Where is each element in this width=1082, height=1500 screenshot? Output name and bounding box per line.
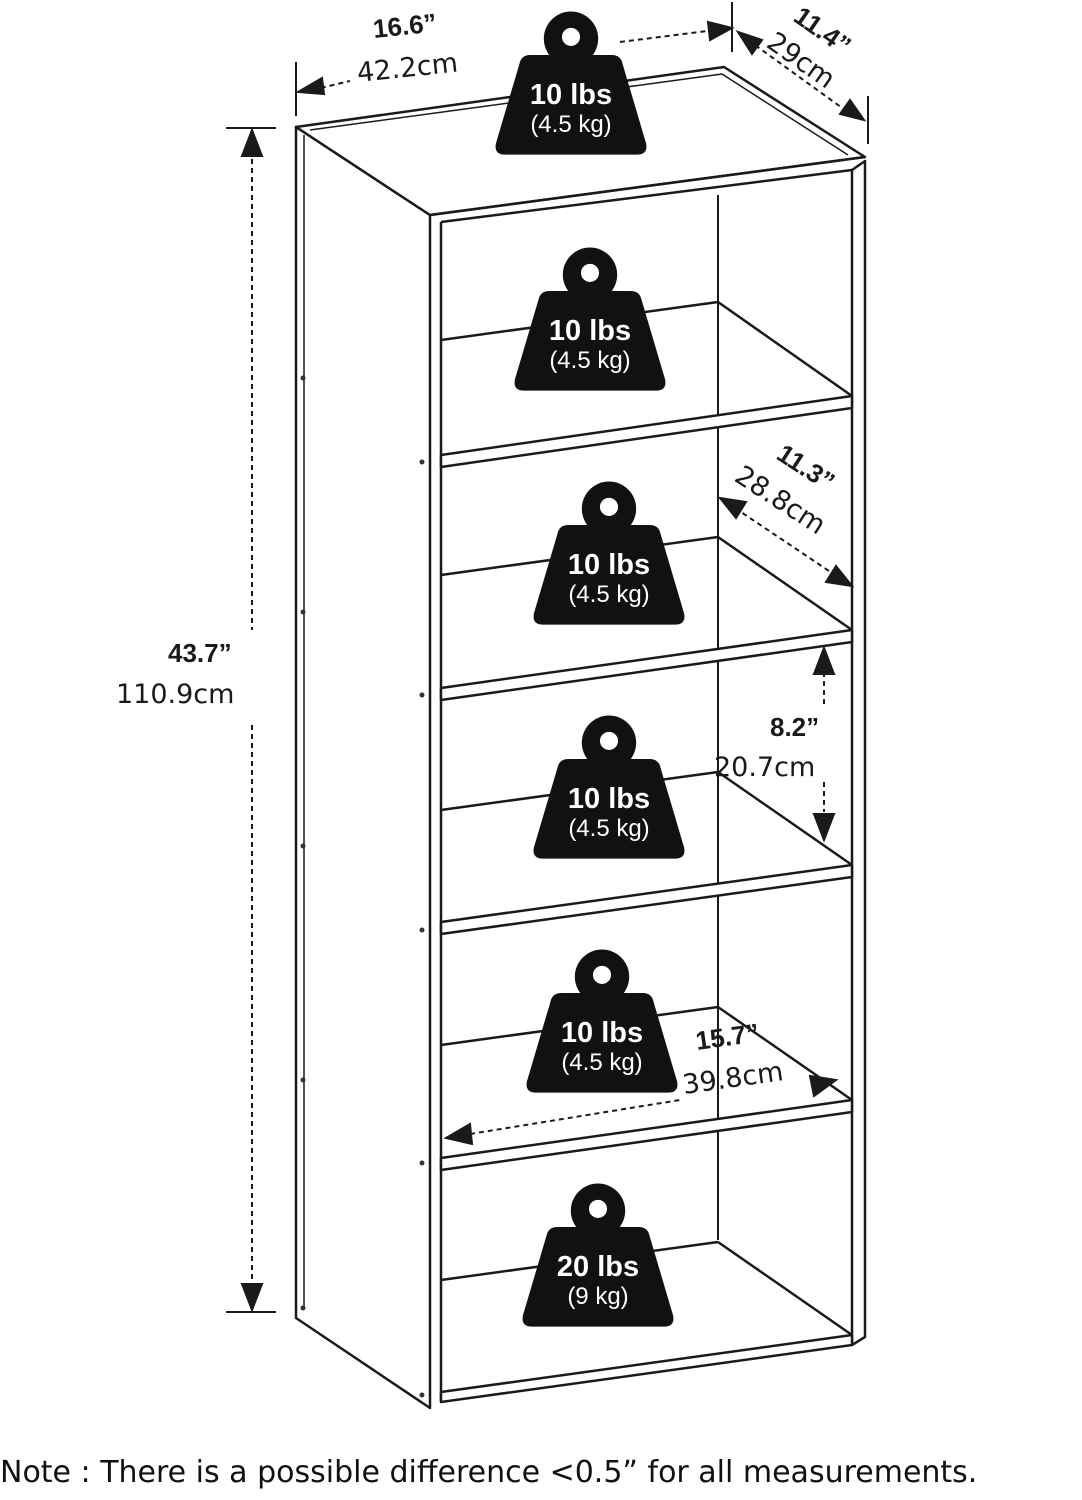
weight-kg: (4.5 kg)	[568, 815, 649, 842]
bookcase-outline	[294, 65, 867, 1410]
dimension-lines	[226, 2, 869, 1313]
width-cm-label: 42.2cm	[355, 48, 459, 89]
bookcase-diagram: 16.6” 42.2cm 11.4” 29cm 43.7” 110.9cm 11…	[116, 0, 869, 1410]
bottom-shelf	[439, 1240, 854, 1404]
shelf-height-in-label: 8.2”	[770, 712, 819, 742]
weight-badge-shelf-3: 10 lbs (4.5 kg)	[533, 715, 685, 859]
weight-badge-shelf-1: 10 lbs (4.5 kg)	[514, 247, 666, 391]
shelf-width-cm-label: 39.8cm	[681, 1056, 786, 1101]
weight-kg: (4.5 kg)	[561, 1049, 642, 1076]
weight-kg: (9 kg)	[567, 1283, 628, 1310]
shelf-4	[439, 1005, 854, 1172]
height-cm-label: 110.9cm	[116, 679, 234, 710]
shelf-width-in-label: 15.7”	[694, 1017, 761, 1056]
weight-lbs: 10 lbs	[530, 79, 612, 111]
shelf-2	[439, 535, 854, 702]
weight-lbs: 10 lbs	[561, 1017, 643, 1049]
height-in-label: 43.7”	[168, 638, 232, 668]
shelf-height-cm-label: 20.7cm	[714, 752, 815, 783]
weight-kg: (4.5 kg)	[530, 111, 611, 138]
weight-kg: (4.5 kg)	[549, 347, 630, 374]
measurement-note: Note : There is a possible difference <0…	[0, 1455, 978, 1490]
weight-badge-top: 10 lbs (4.5 kg)	[495, 11, 647, 155]
weight-lbs: 10 lbs	[549, 315, 631, 347]
left-side-panel	[294, 125, 432, 1410]
screw-dots	[300, 375, 425, 1398]
weight-kg: (4.5 kg)	[568, 581, 649, 608]
weight-lbs: 10 lbs	[568, 549, 650, 581]
weight-badge-shelf-2: 10 lbs (4.5 kg)	[533, 481, 685, 625]
weight-lbs: 20 lbs	[557, 1251, 639, 1283]
weight-lbs: 10 lbs	[568, 783, 650, 815]
weight-badge-shelf-4: 10 lbs (4.5 kg)	[526, 949, 678, 1093]
weight-badge-bottom: 20 lbs (9 kg)	[522, 1183, 674, 1327]
width-in-label: 16.6”	[371, 7, 437, 43]
